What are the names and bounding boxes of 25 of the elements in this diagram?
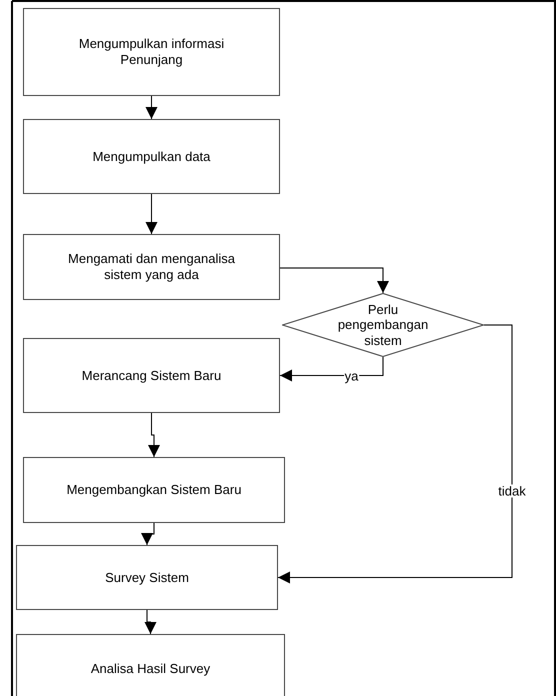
step-text: Survey Sistem bbox=[104, 570, 190, 586]
arrow bbox=[278, 324, 512, 584]
arrow bbox=[146, 194, 158, 234]
step-text: Mengembangkan Sistem Baru bbox=[66, 482, 242, 498]
step-text: Perlu pengembangan sistem bbox=[336, 302, 430, 348]
step-text: Mengumpulkan informasi Penunjang bbox=[78, 36, 226, 68]
process-box bbox=[23, 234, 280, 300]
process-box bbox=[23, 338, 280, 413]
arrow bbox=[280, 268, 389, 294]
process-box bbox=[16, 545, 278, 610]
edge-label: tidak bbox=[497, 484, 527, 498]
arrow bbox=[141, 522, 154, 546]
step-text: Mengamati dan menganalisa sistem yang ada bbox=[67, 251, 236, 283]
process-box bbox=[23, 8, 280, 96]
arrow bbox=[148, 412, 160, 458]
arrow bbox=[280, 356, 384, 382]
arrow bbox=[146, 96, 158, 120]
process-box bbox=[23, 119, 280, 194]
process-box bbox=[16, 634, 285, 696]
step-text: Analisa Hasil Survey bbox=[90, 661, 212, 677]
step-text: Merancang Sistem Baru bbox=[80, 368, 222, 384]
process-box bbox=[23, 457, 285, 523]
arrow bbox=[144, 610, 156, 634]
decision-diamond bbox=[282, 293, 484, 357]
step-text: Mengumpulkan data bbox=[92, 148, 212, 164]
